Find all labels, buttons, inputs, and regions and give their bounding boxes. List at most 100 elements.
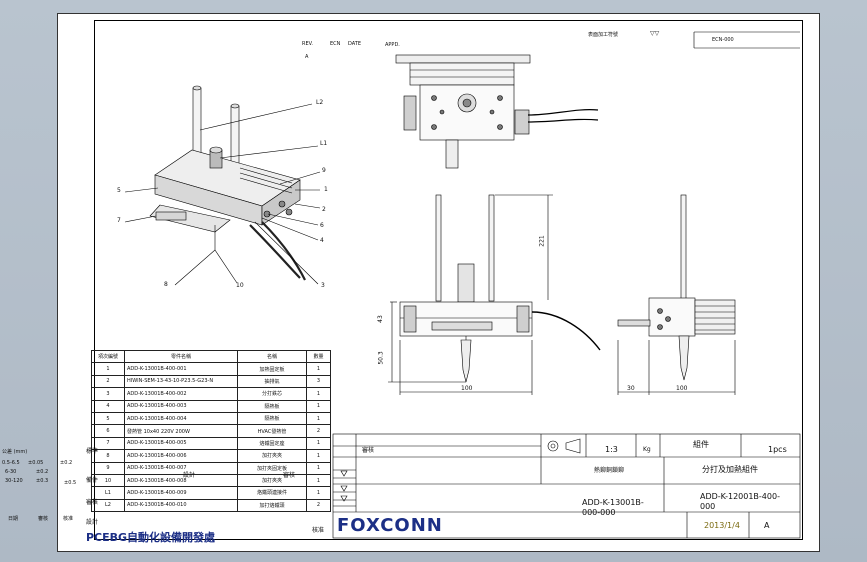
balloon-1: 1 <box>324 186 328 193</box>
side-view <box>617 194 736 395</box>
bom-header-row: 項次編號 零件名稱 名稱 數量 <box>91 349 331 364</box>
date-label: DATE <box>348 41 362 47</box>
tb-checked-label: 審核 <box>362 447 375 454</box>
bom-cell-no: L1 <box>91 486 125 500</box>
tb-approved-label: 核准 <box>312 527 325 534</box>
drawing-border <box>94 20 803 540</box>
dim-43: 43 <box>376 315 384 323</box>
tol-cell: 0.5-6.5 <box>2 460 20 466</box>
bom-cell-qty: 1 <box>306 387 331 401</box>
process-symbol: ▽▽ <box>650 30 660 37</box>
dim-221: 221 <box>538 235 546 247</box>
bom-cell-no: 4 <box>91 399 125 413</box>
tb-revision: A <box>764 521 770 530</box>
balloon-8: 8 <box>164 281 168 288</box>
side-label: 標準 <box>86 448 99 455</box>
bom-cell-qty: 1 <box>306 473 331 488</box>
bom-cell-name: 烙鐵頭連接件 <box>237 486 307 500</box>
bom-cell-part: ADD-K-13001B-400-005 <box>124 436 238 451</box>
top-view <box>395 54 599 169</box>
bom-cell-no: 9 <box>91 461 125 475</box>
bom-cell-no: 2 <box>91 374 125 389</box>
bom-header: 名稱 <box>237 349 307 364</box>
bom-cell-name: 加打夾固定板 <box>237 461 307 475</box>
bom-cell-qty: 1 <box>306 362 331 376</box>
balloon-l1: L1 <box>320 140 328 147</box>
department-label: PCEBG自動化設備開發處 <box>86 531 216 544</box>
bom-cell-qty: 2 <box>306 498 331 513</box>
bom-cell-qty: 1 <box>306 486 331 500</box>
bom-cell-name: 抽排氣 <box>237 374 307 389</box>
bom-cell-part: ADD-K-13001B-400-006 <box>124 449 238 463</box>
side-label: 備件 <box>86 477 99 484</box>
side-label: 設計 <box>86 519 99 526</box>
bom-cell-name: 隔熱板 <box>237 411 307 426</box>
bom-cell-qty: 1 <box>306 399 331 413</box>
balloon-3: 3 <box>321 282 325 289</box>
tol-cell: ±0.2 <box>36 469 49 475</box>
bom-cell-name: HVAC發熱管 <box>237 424 307 438</box>
rev-value: A <box>305 54 309 60</box>
balloon-10: 10 <box>236 282 244 289</box>
bom-cell-name: 加打夾夾 <box>237 473 307 488</box>
bom-cell-qty: 2 <box>306 424 331 438</box>
front-view <box>388 194 601 395</box>
bom-cell-no: 5 <box>91 411 125 426</box>
bottom-label: 日期 <box>8 516 19 522</box>
bom-cell-no: 6 <box>91 424 125 438</box>
balloon-l2: L2 <box>316 99 324 106</box>
bom-cell-part: ADD-K-13001B-400-010 <box>124 498 238 513</box>
dim-100-front: 100 <box>461 385 473 392</box>
tb-material: 組件 <box>693 440 709 449</box>
bottom-label: 核准 <box>63 516 74 522</box>
bom-cell-name: 加打烙鐵頭 <box>237 498 307 513</box>
tb-scale: 1:3 <box>605 445 618 454</box>
bom-cell-no: 3 <box>91 387 125 401</box>
bom-cell-part: ADD-K-13001B-400-002 <box>124 387 238 401</box>
bom-cell-part: 發熱管 10x40 220V 200W <box>124 424 238 438</box>
appd-label: APPD. <box>385 42 400 48</box>
bom-cell-part: ADD-K-13001B-400-003 <box>124 399 238 413</box>
bom-cell-qty: 1 <box>306 461 331 475</box>
process-note: 表面加工符號 <box>588 32 619 38</box>
bom-cell-name: 分打鉄芯 <box>237 387 307 401</box>
bom-header: 項次編號 <box>91 349 125 364</box>
isometric-view <box>124 85 321 286</box>
bom-cell-part: ADD-K-13001B-400-001 <box>124 362 238 376</box>
bom-header: 零件名稱 <box>124 349 238 364</box>
tol-cell: 6-30 <box>5 469 17 475</box>
bom-cell-qty: 1 <box>306 411 331 426</box>
balloon-7: 7 <box>117 217 121 224</box>
bom-header: 數量 <box>306 349 331 364</box>
bom-cell-part: ADD-K-13001B-400-007 <box>124 461 238 475</box>
bom-cell-part: ADD-K-13001B-400-008 <box>124 473 238 488</box>
tb-drawing-no-right: ADD-K-12001B-400-000 <box>700 492 780 511</box>
foxconn-logo: FOXCONN <box>337 515 443 536</box>
balloon-2: 2 <box>322 206 326 213</box>
bom-cell-qty: 3 <box>306 374 331 389</box>
tb-drawn-label: 設計 <box>183 472 196 479</box>
tol-cell: ±0.3 <box>36 478 49 484</box>
tolerance-title: 公差 (mm) <box>2 449 28 455</box>
ecn-label: ECN <box>330 41 341 47</box>
tb-drawing-no-left: ADD-K-13001B-000-000 <box>582 498 644 517</box>
tb-title-left: 熱鉚銅鎖鉚 <box>594 467 625 474</box>
tol-cell: ±0.2 <box>60 460 73 466</box>
tb-checked-label-2: 審核 <box>283 472 296 479</box>
ecn-box: ECN-000 <box>712 37 734 43</box>
balloon-9: 9 <box>322 167 326 174</box>
bottom-label: 審核 <box>38 516 49 522</box>
bom-cell-no: L2 <box>91 498 125 513</box>
balloon-6: 6 <box>320 222 324 229</box>
